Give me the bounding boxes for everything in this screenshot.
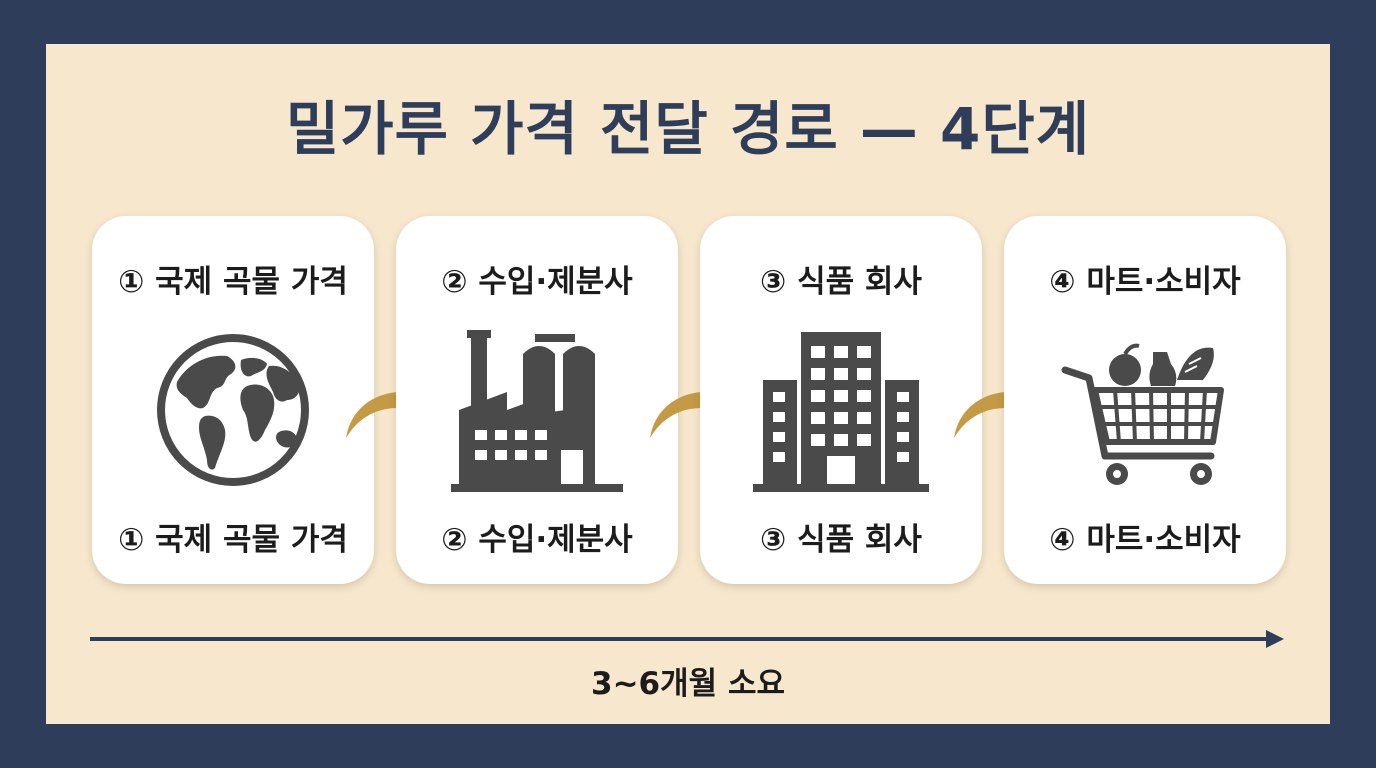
- stage-card-mart-consumer: ④ 마트·소비자 ④ 마트·소비자: [1004, 216, 1286, 584]
- stage-label-top: ③ 식품 회사: [760, 264, 922, 300]
- timeline-arrow: [90, 630, 1284, 648]
- stage-card-importer-mill: ② 수입·제분사 ② 수입·제분사: [396, 216, 678, 584]
- stage-card-food-company: ③ 식품 회사 ③ 식품 회사: [700, 216, 982, 584]
- timeline-label: 3~6개월 소요: [591, 666, 785, 702]
- stage-label-top: ① 국제 곡물 가격: [118, 264, 348, 300]
- stage-label-bottom: ① 국제 곡물 가격: [118, 522, 348, 558]
- page-title: 밀가루 가격 전달 경로 — 4단계: [285, 95, 1091, 163]
- stage-label-bottom: ④ 마트·소비자: [1049, 522, 1241, 558]
- office-building-icon: [753, 332, 929, 492]
- stage-label-top: ④ 마트·소비자: [1049, 264, 1241, 300]
- shopping-cart-icon: [1061, 343, 1224, 485]
- globe-icon: [157, 334, 309, 486]
- stage-label-bottom: ② 수입·제분사: [441, 522, 633, 558]
- stage-label-top: ② 수입·제분사: [441, 264, 633, 300]
- stage-card-international-grain: ① 국제 곡물 가격 ① 국제 곡물 가격: [92, 216, 374, 584]
- stage-label-bottom: ③ 식품 회사: [760, 522, 922, 558]
- factory-icon: [451, 330, 623, 492]
